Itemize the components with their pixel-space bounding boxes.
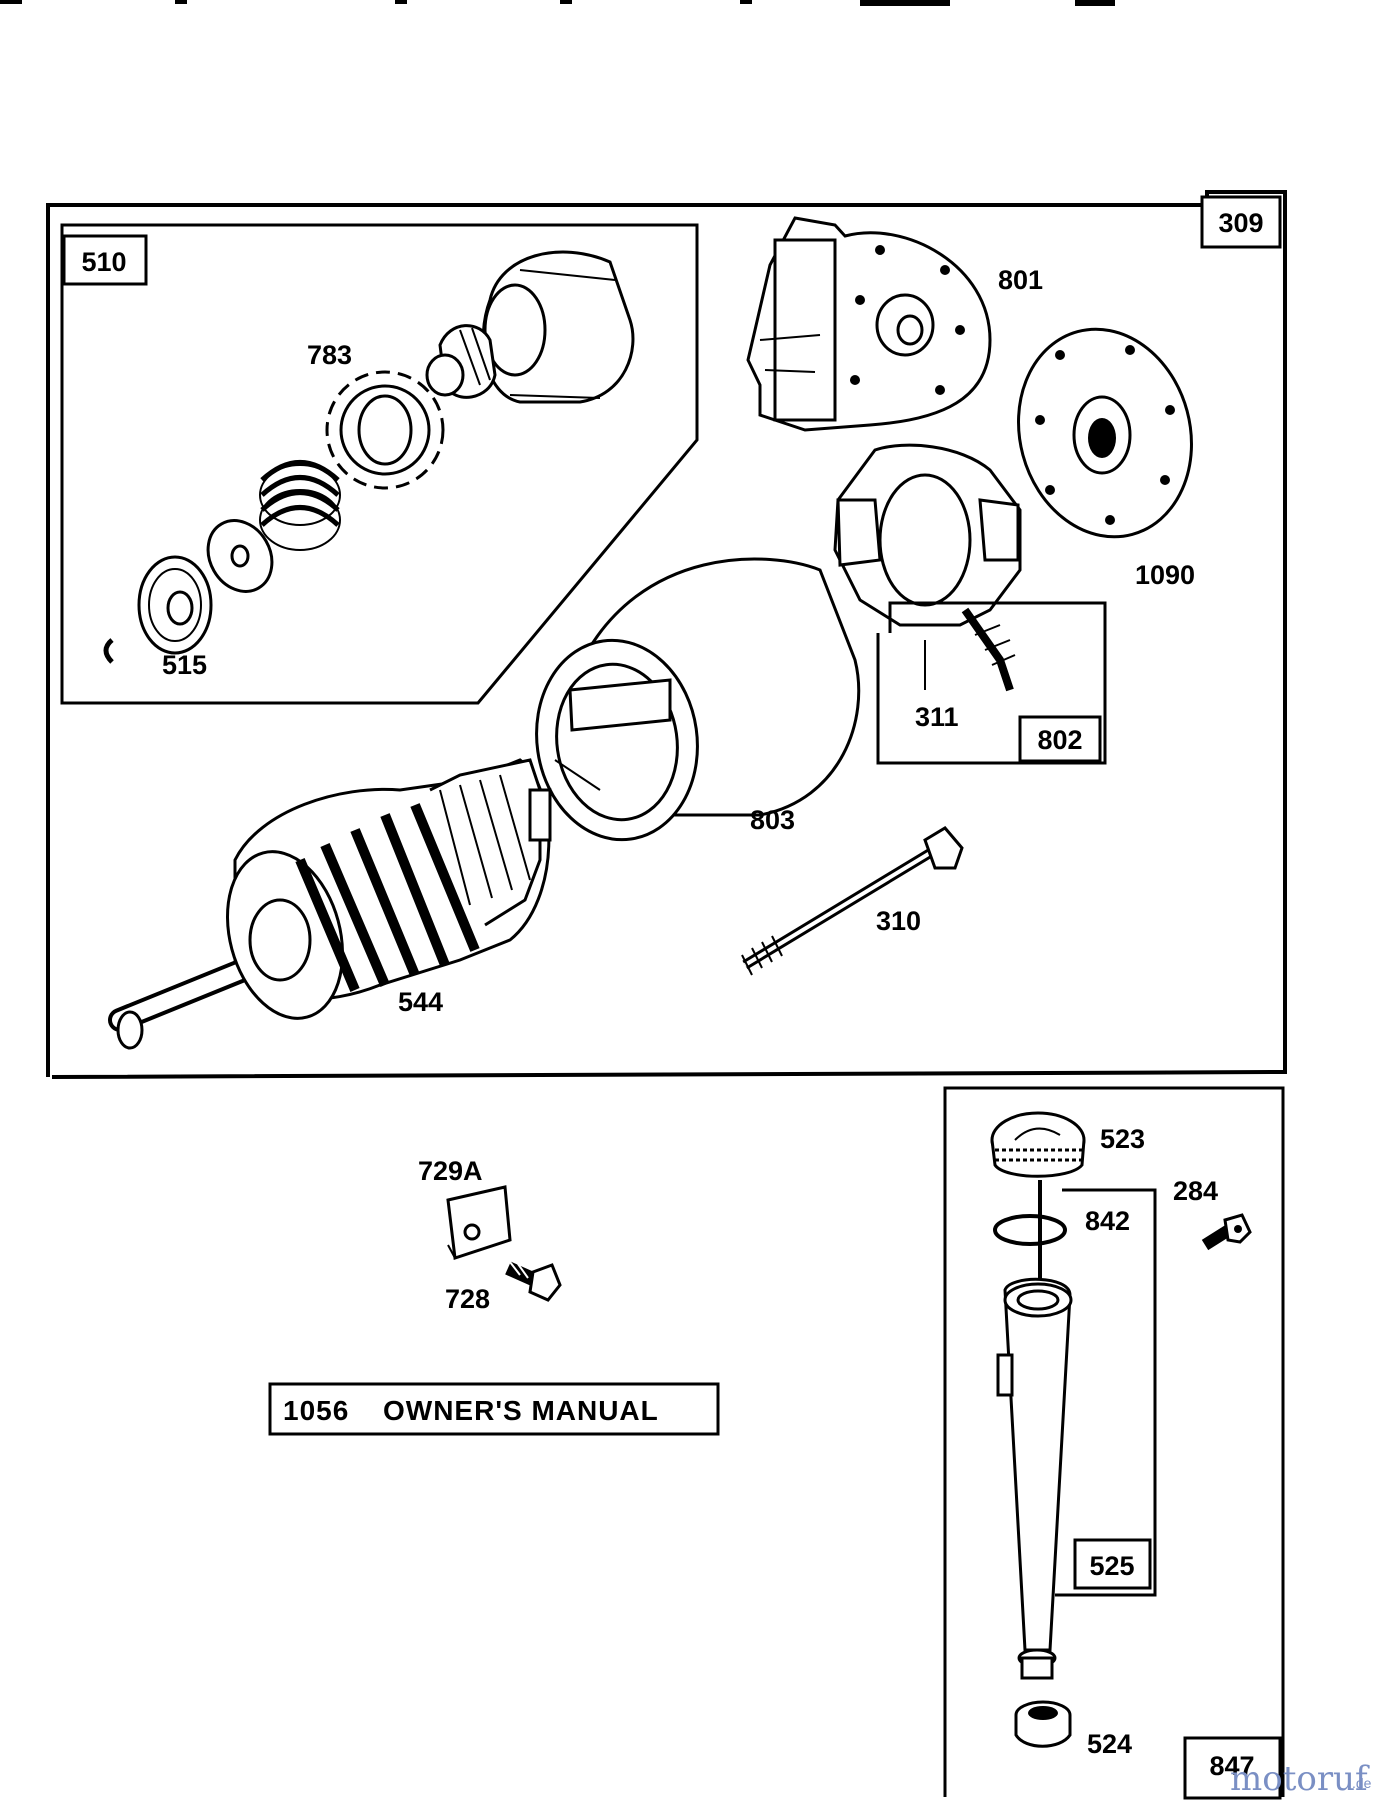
part-label-801: 801 <box>998 265 1043 295</box>
cropped-header-fragments <box>0 0 1115 6</box>
part-label-310: 310 <box>876 906 921 936</box>
part-label-842: 842 <box>1085 1206 1130 1236</box>
drive-housing-part <box>425 250 635 404</box>
screw-part <box>505 1261 562 1302</box>
brush-holder-part <box>833 443 1022 692</box>
part-label-729a: 729A <box>418 1156 483 1186</box>
washer-part <box>206 519 274 593</box>
manual-title: OWNER'S MANUAL <box>383 1395 659 1426</box>
box-label-510: 510 <box>81 247 126 277</box>
end-cap-part <box>746 216 992 432</box>
part-label-515: 515 <box>162 650 207 680</box>
manual-number: 1056 <box>283 1395 349 1426</box>
watermark: motoruf .de <box>1230 1759 1372 1799</box>
through-bolt-part <box>741 826 964 976</box>
owners-manual-box: 1056 OWNER'S MANUAL <box>268 1382 720 1436</box>
part-label-311: 311 <box>915 702 959 732</box>
box-label-309: 309 <box>1218 208 1263 238</box>
part-label-783: 783 <box>307 340 352 370</box>
part-label-803: 803 <box>750 805 795 835</box>
part-label-524: 524 <box>1087 1729 1132 1759</box>
dipstick-tube-part <box>996 1277 1073 1680</box>
drive-assembly-box: 510 <box>60 223 699 705</box>
starter-motor-box: 309 <box>46 190 1287 1079</box>
watermark-suffix: .de <box>1352 1775 1372 1791</box>
armature-part <box>108 758 552 1050</box>
part-label-284: 284 <box>1173 1176 1218 1206</box>
part-label-523: 523 <box>1100 1124 1145 1154</box>
watermark-brand: motoruf <box>1230 1759 1370 1799</box>
dipstick-cap-part <box>990 1111 1086 1310</box>
brush-kit-box: 802 <box>876 601 1107 765</box>
part-label-728: 728 <box>445 1284 490 1314</box>
gasket-plate-part <box>1017 327 1193 539</box>
part-label-1090: 1090 <box>1135 560 1195 590</box>
part-label-544: 544 <box>398 987 443 1017</box>
box-tag-802 <box>1018 715 1102 763</box>
tube-plug-part <box>1014 1700 1072 1748</box>
spring-part <box>259 460 341 551</box>
retaining-clip <box>103 638 114 664</box>
oil-fill-box: 847 <box>943 1086 1285 1800</box>
box-label-525: 525 <box>1089 1551 1134 1581</box>
bracket-part <box>446 1185 512 1260</box>
box-label-847: 847 <box>1209 1751 1254 1781</box>
box-tag-510 <box>62 234 148 286</box>
pinion-gear-part <box>325 370 445 490</box>
bolt-part <box>1201 1213 1252 1251</box>
box-label-802: 802 <box>1037 725 1082 755</box>
box-tag-309 <box>1200 195 1282 249</box>
stop-nut-part <box>103 555 213 664</box>
o-ring-part <box>993 1214 1067 1246</box>
dipstick-tube-box: 525 <box>1055 1188 1157 1597</box>
motor-housing-part <box>535 557 861 842</box>
box-tag-525 <box>1073 1538 1152 1590</box>
box-tag-847 <box>1183 1736 1282 1800</box>
